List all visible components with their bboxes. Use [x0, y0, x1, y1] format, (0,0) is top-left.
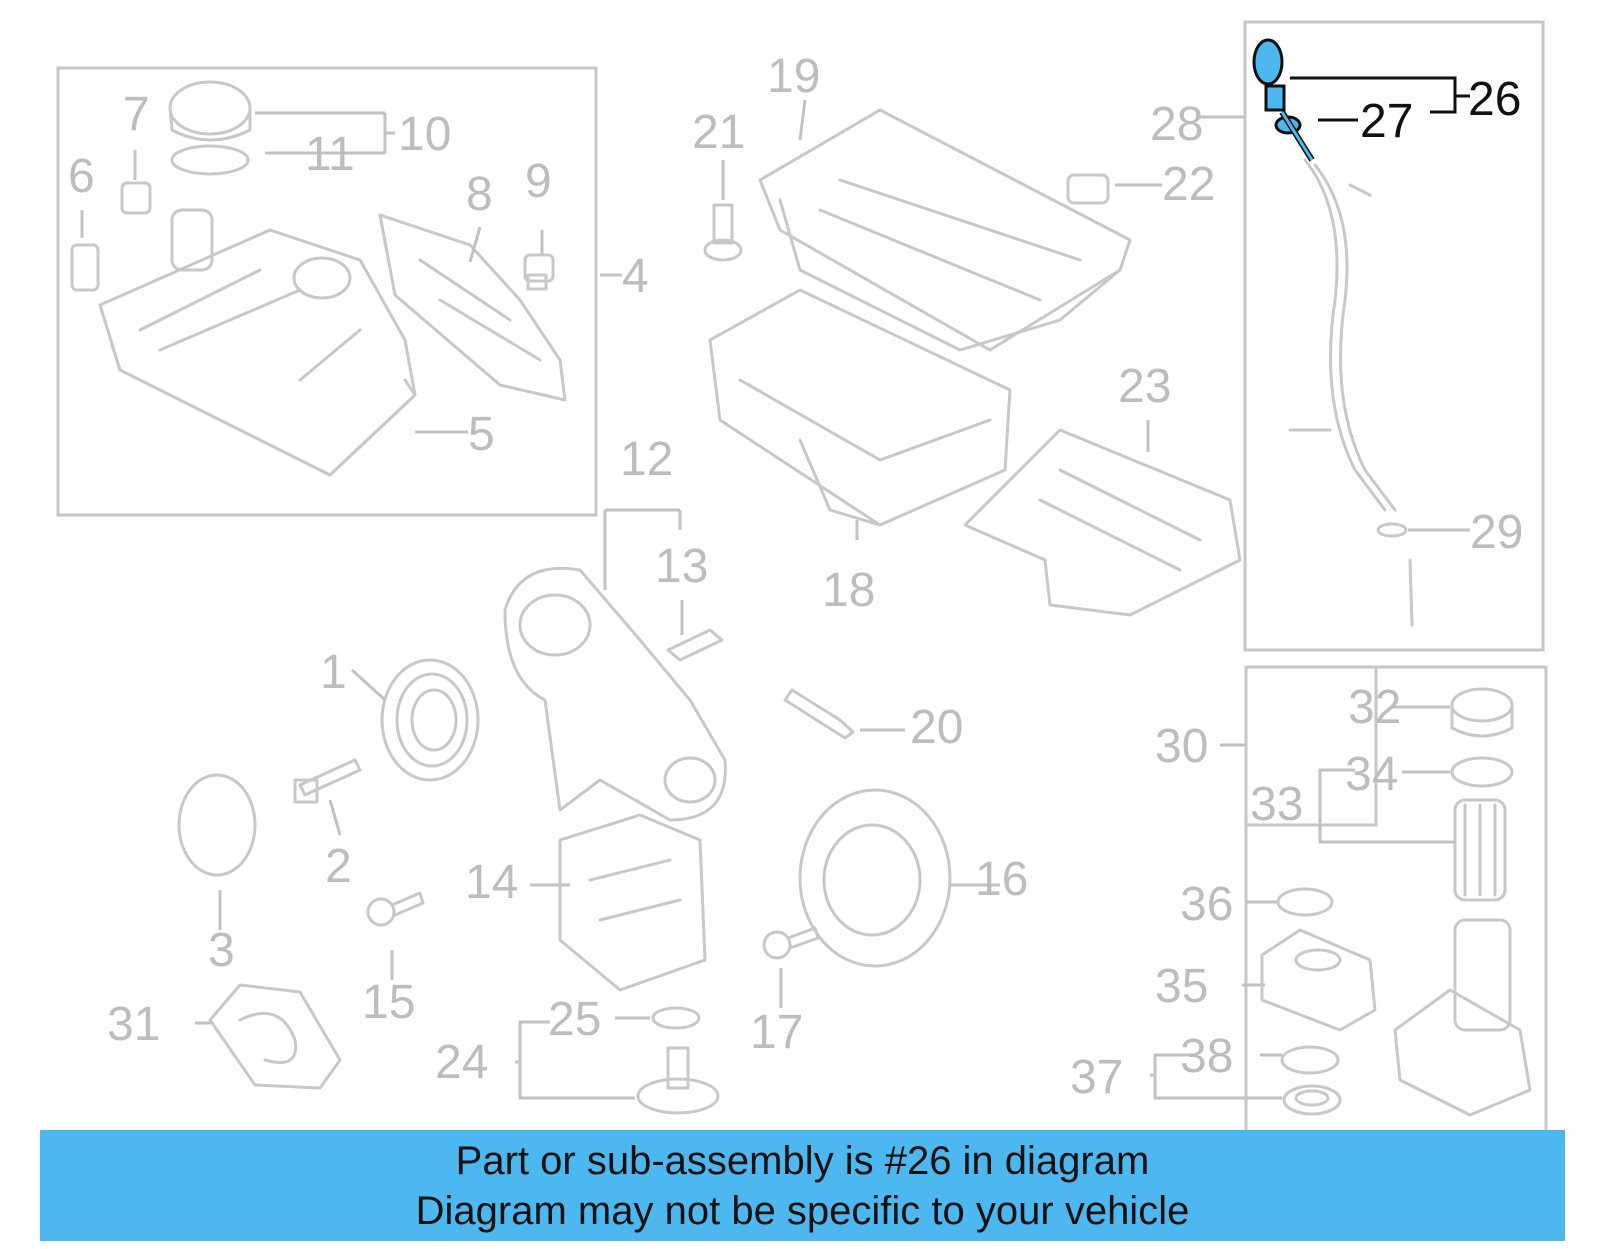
callout-29: 29: [1470, 506, 1523, 559]
callout-32: 32: [1348, 681, 1401, 734]
callout-11: 11: [305, 128, 355, 181]
callout-2: 2: [325, 840, 352, 893]
callout-26-highlighted: 26: [1468, 73, 1521, 126]
callout-27-highlighted: 27: [1360, 95, 1413, 148]
group-box-33: [1244, 665, 1378, 827]
oring-36-part: [1276, 887, 1334, 917]
cap-7-part: [120, 181, 152, 215]
dipstick-26-part: [1252, 38, 1315, 162]
cover-31-part: [208, 983, 342, 1090]
callout-10: 10: [398, 108, 451, 161]
pulley-1-part: [380, 658, 480, 782]
callout-18: 18: [822, 564, 875, 617]
callout-19: 19: [767, 50, 820, 103]
callout-33: 33: [1250, 778, 1303, 831]
callout-5: 5: [468, 408, 495, 461]
group-box-30: [1244, 665, 1548, 1147]
seal-3-part: [177, 773, 257, 877]
valve-cover-part: [98, 208, 417, 477]
callout-38: 38: [1180, 1030, 1233, 1083]
filter-housing-part: [1393, 918, 1532, 1117]
callout-8: 8: [466, 168, 493, 221]
oil-pan-upper-part: [758, 108, 1132, 352]
callout-21: 21: [692, 106, 745, 159]
callout-34: 34: [1345, 748, 1398, 801]
callout-14: 14: [465, 856, 518, 909]
callout-1: 1: [320, 646, 347, 699]
callout-28: 28: [1150, 98, 1203, 151]
dipstick-tube-part: [1288, 158, 1414, 627]
callout-37: 37: [1070, 1051, 1123, 1104]
windage-tray-part: [963, 428, 1242, 617]
oil-filler-cap-part: [168, 80, 252, 176]
plug-9-part: [523, 253, 555, 291]
filter-cap-32-part: [1450, 687, 1514, 738]
callout-22: 22: [1162, 158, 1215, 211]
gasket-29-part: [1376, 522, 1408, 538]
banner-line-part-number: Part or sub-assembly is #26 in diagram: [455, 1138, 1150, 1183]
callout-15: 15: [362, 976, 415, 1029]
info-banner: Part or sub-assembly is #26 in diagram D…: [40, 1130, 1565, 1241]
callout-4: 4: [622, 250, 649, 303]
callout-13: 13: [655, 540, 708, 593]
sensor-24-part: [636, 1046, 720, 1115]
oil-cooler-part: [1260, 928, 1377, 1032]
cover-14-part: [558, 813, 707, 992]
seal-16-part: [798, 788, 952, 968]
callout-23: 23: [1118, 360, 1171, 413]
callout-20: 20: [910, 701, 963, 754]
bolt-17-part: [762, 926, 820, 960]
filter-element-part: [1453, 798, 1507, 902]
callout-6: 6: [68, 150, 95, 203]
callout-35: 35: [1155, 960, 1208, 1013]
callout-7: 7: [123, 88, 150, 141]
callout-12: 12: [620, 433, 673, 486]
callout-25: 25: [548, 993, 601, 1046]
timing-cover-12-part: [503, 566, 727, 822]
oil-pan-lower-part: [708, 288, 1012, 527]
bolt-21-part: [703, 203, 743, 262]
callout-17: 17: [750, 1006, 803, 1059]
oring-25-part: [651, 1006, 701, 1030]
callout-24: 24: [435, 1036, 488, 1089]
callout-30: 30: [1155, 720, 1208, 773]
callout-3: 3: [208, 924, 235, 977]
callout-16: 16: [975, 853, 1028, 906]
bolt-15-part: [366, 891, 425, 927]
baffle-8-part: [378, 213, 567, 402]
callout-labels: 1 2 3 4 5 6 7 8 9 10 11 12 13 14 15 16 1…: [68, 50, 1523, 1104]
oring-34-part: [1450, 756, 1514, 788]
plug-22-part: [1066, 173, 1110, 205]
seal-37-part: [1282, 1084, 1342, 1116]
sealant-20-part: [783, 688, 855, 740]
callout-36: 36: [1180, 878, 1233, 931]
bolt-2-part: [293, 758, 362, 804]
clip-13-part: [666, 628, 724, 662]
group-box-28: [1243, 20, 1545, 652]
group-box-4: [56, 66, 598, 517]
leader-lines: [80, 76, 1470, 1100]
callout-31: 31: [107, 998, 160, 1051]
seal-38-part: [1280, 1045, 1340, 1075]
callout-9: 9: [525, 155, 552, 208]
sensor-6-part: [70, 243, 100, 292]
banner-line-disclaimer: Diagram may not be specific to your vehi…: [415, 1188, 1190, 1233]
